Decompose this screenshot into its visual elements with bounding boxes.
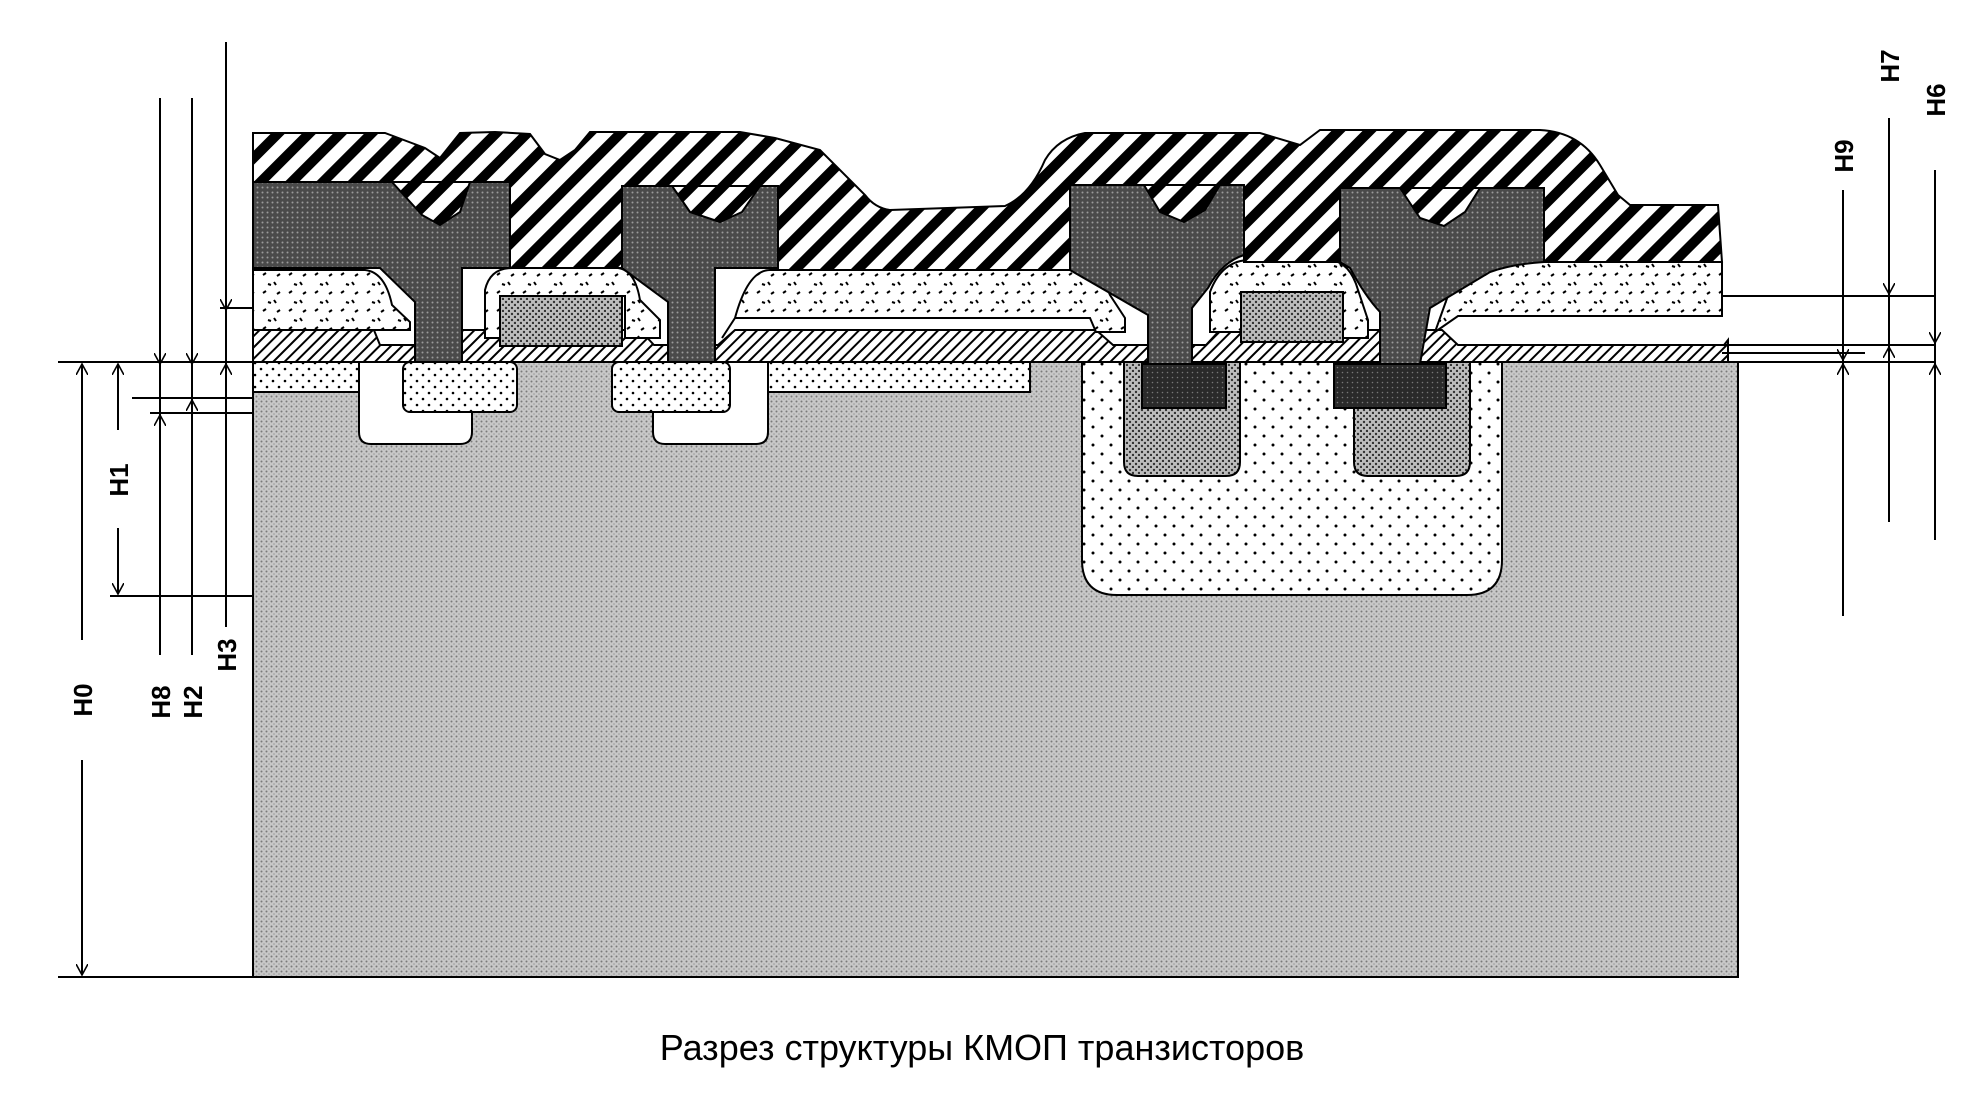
dimension-label-h9: H9 xyxy=(1829,128,1865,184)
field-diffusion xyxy=(767,361,1031,393)
svg-text:H0: H0 xyxy=(68,683,98,716)
passivation-notch xyxy=(389,181,472,227)
passivation-notch xyxy=(670,185,762,224)
interlayer-dielectric-left xyxy=(252,269,411,331)
svg-text:H1: H1 xyxy=(104,463,134,496)
metal-contact xyxy=(1339,187,1545,365)
contact-region xyxy=(1333,363,1447,409)
svg-text:H7: H7 xyxy=(1875,49,1905,82)
substrate xyxy=(252,361,1739,978)
dimension-label-h6: H6 xyxy=(1921,72,1957,128)
svg-text:H6: H6 xyxy=(1921,83,1951,116)
passivation-notch xyxy=(1142,184,1222,224)
dimension-label-h0: H0 xyxy=(68,672,104,728)
interlayer-dielectric xyxy=(721,269,1126,339)
field-diffusion xyxy=(252,361,360,393)
dimension-label-h2: H2 xyxy=(178,674,214,730)
dimension-label-h8: H8 xyxy=(146,674,182,730)
passivation-notch xyxy=(1398,187,1482,228)
gate-poly xyxy=(499,295,623,347)
dimension-lines-left xyxy=(58,42,253,978)
svg-text:H3: H3 xyxy=(212,638,242,671)
svg-text:H8: H8 xyxy=(146,685,176,718)
svg-text:H2: H2 xyxy=(178,685,208,718)
diagram-caption: Разрез структуры КМОП транзисторов xyxy=(660,1027,1304,1068)
diffusion xyxy=(611,361,731,413)
dimension-lines-right xyxy=(1722,118,1935,616)
dimension-label-h1: H1 xyxy=(104,452,140,508)
gate-poly xyxy=(1240,291,1344,343)
dimension-label-h7: H7 xyxy=(1875,38,1911,94)
svg-text:H9: H9 xyxy=(1829,139,1859,172)
dimension-label-h3: H3 xyxy=(212,627,248,683)
contact-region xyxy=(1141,363,1227,409)
diffusion xyxy=(402,361,518,413)
